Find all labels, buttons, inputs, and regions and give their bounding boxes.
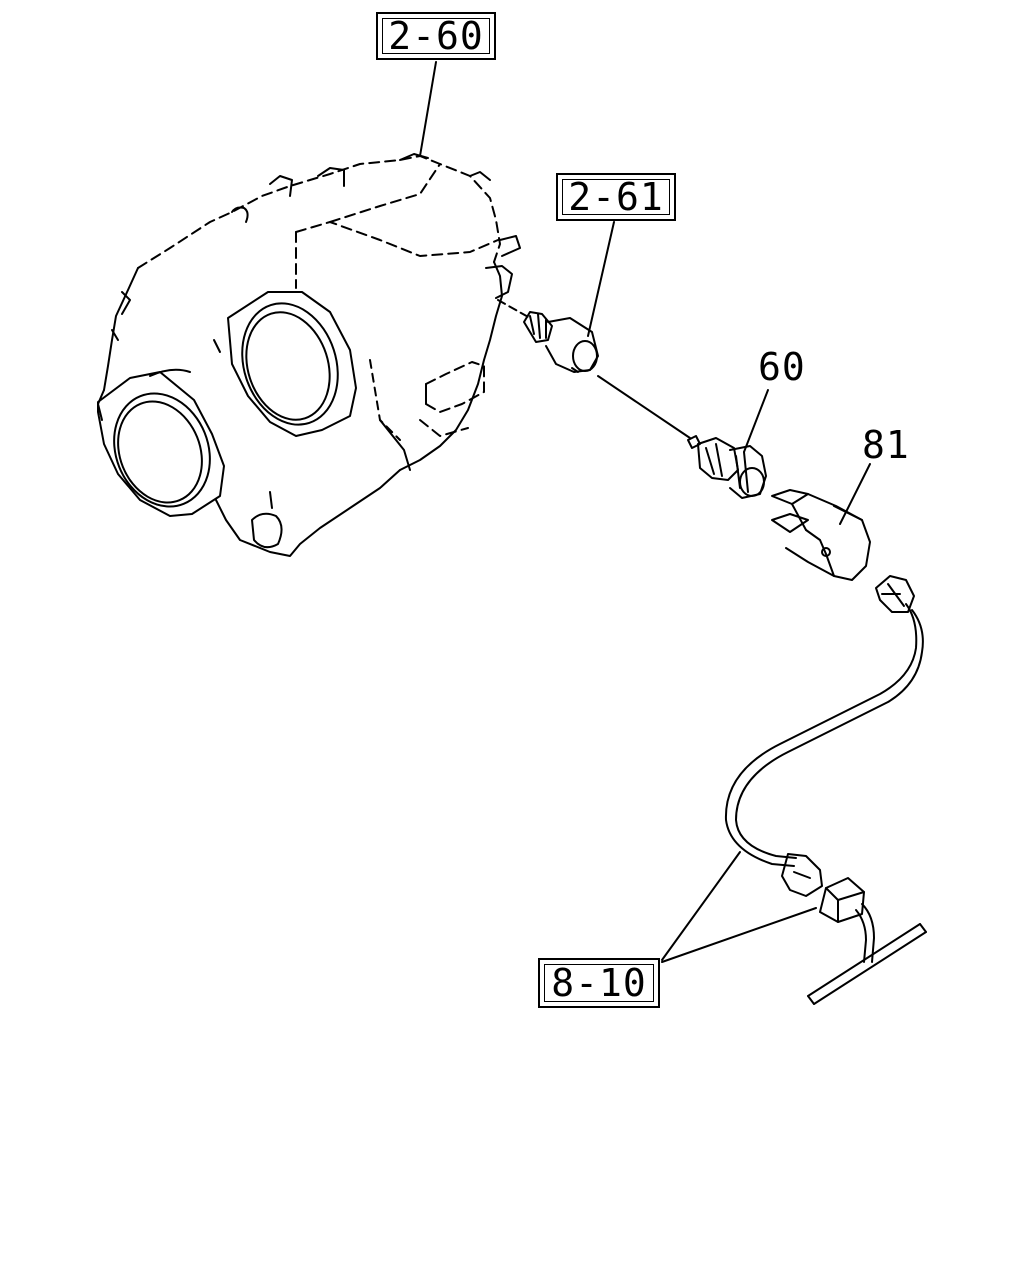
wire-harness-icon: [724, 575, 927, 1005]
speed-sensor-drive-icon: [523, 311, 599, 373]
transmission-housing-icon: [97, 153, 521, 557]
callout-2-60: 2-60: [376, 12, 496, 60]
callout-8-10: 8-10: [538, 958, 660, 1008]
part-number-60: 60: [758, 345, 806, 389]
sensor-connector-cap-icon: [771, 489, 871, 581]
callout-2-61: 2-61: [556, 173, 676, 221]
speed-sensor-icon: [687, 435, 767, 499]
part-number-81: 81: [862, 423, 910, 467]
